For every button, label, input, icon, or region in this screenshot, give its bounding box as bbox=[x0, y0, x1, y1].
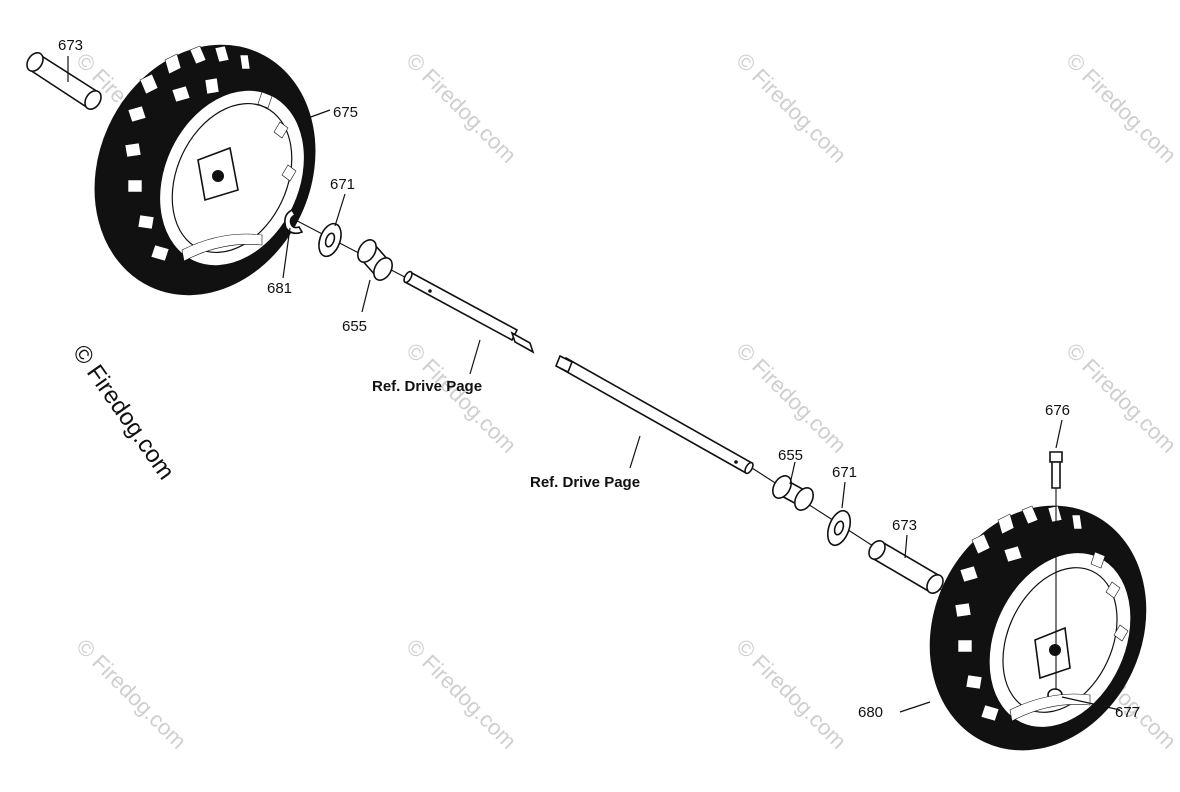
spacer-tube-673-bottom bbox=[868, 539, 944, 595]
label-681: 681 bbox=[267, 280, 292, 297]
watermark-3: © Firedog.com bbox=[731, 48, 851, 168]
clip-681 bbox=[284, 208, 304, 235]
watermark-7: © Firedog.com bbox=[1061, 338, 1180, 458]
side-watermark: © Firedog.com bbox=[67, 340, 180, 485]
washer-671-top bbox=[318, 222, 342, 258]
axle-shaft-right bbox=[554, 354, 754, 475]
label-673-bottom: 673 bbox=[892, 517, 917, 534]
watermark-9: © Firedog.com bbox=[401, 634, 521, 754]
callout-labels: 673 675 671 681 655 Ref. Drive Page Ref.… bbox=[58, 37, 1140, 721]
wheel-675 bbox=[94, 44, 316, 296]
watermark-5: © Firedog.com bbox=[401, 338, 521, 458]
label-673-top: 673 bbox=[58, 37, 83, 54]
wheel-680 bbox=[929, 505, 1147, 751]
bushing-655-bottom bbox=[772, 475, 814, 511]
label-671-bottom: 671 bbox=[832, 464, 857, 481]
tread-pattern-bottom bbox=[954, 505, 1129, 722]
watermark-2: © Firedog.com bbox=[401, 48, 521, 168]
watermark-8: © Firedog.com bbox=[71, 634, 191, 754]
label-ref-drive-right: Ref. Drive Page bbox=[530, 474, 640, 491]
bolt-676 bbox=[1049, 451, 1063, 690]
washer-671-bottom bbox=[826, 509, 852, 547]
label-677: 677 bbox=[1115, 704, 1140, 721]
spacer-tube-673-top bbox=[26, 51, 102, 111]
watermark-4: © Firedog.com bbox=[1061, 48, 1180, 168]
tread-pattern-top bbox=[124, 45, 297, 262]
watermark-10: © Firedog.com bbox=[731, 634, 851, 754]
label-676: 676 bbox=[1045, 402, 1070, 419]
label-655-top: 655 bbox=[342, 318, 367, 335]
leader-lines bbox=[67, 56, 1121, 713]
watermark-6: © Firedog.com bbox=[731, 338, 851, 458]
label-680: 680 bbox=[858, 704, 883, 721]
label-675: 675 bbox=[333, 104, 358, 121]
label-ref-drive-left: Ref. Drive Page bbox=[372, 378, 482, 395]
label-655-bottom: 655 bbox=[778, 447, 803, 464]
axle-shaft-left bbox=[403, 270, 535, 354]
label-671-top: 671 bbox=[330, 176, 355, 193]
bushing-655-top bbox=[357, 239, 393, 281]
